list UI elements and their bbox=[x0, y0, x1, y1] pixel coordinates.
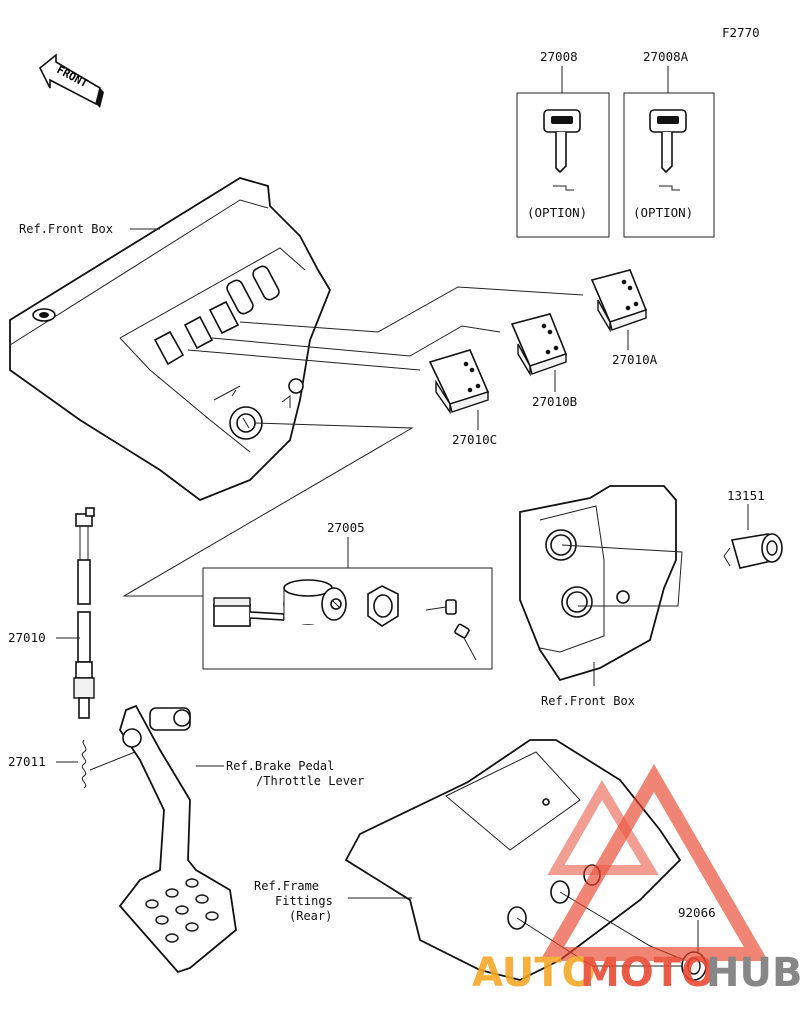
frame-fittings-rear bbox=[344, 739, 682, 981]
rocker-switch-27010c: 27010C bbox=[428, 349, 497, 447]
part-label-key-a: 27008 bbox=[540, 49, 578, 64]
rocker-switch-27010b: 27010B bbox=[510, 313, 577, 409]
part-label-key-b: 27008A bbox=[643, 49, 689, 64]
part-label-ignition-switch: 27005 bbox=[327, 520, 365, 535]
option-label-b: (OPTION) bbox=[633, 205, 693, 220]
part-label-switch-a: 27010A bbox=[612, 352, 658, 367]
watermark-part1: AUTO bbox=[472, 950, 596, 996]
ref-front-box-top: Ref.Front Box bbox=[19, 222, 113, 236]
rocker-switch-27010a: 27010A bbox=[590, 269, 658, 367]
watermark-part3: HUB bbox=[706, 950, 800, 996]
figure-code: F2770 bbox=[722, 25, 760, 40]
switch-slots bbox=[153, 265, 280, 366]
ref-frame-1: Ref.Frame bbox=[254, 879, 319, 893]
ref-frame-2: Fittings bbox=[275, 894, 333, 908]
ref-frame-3: (Rear) bbox=[289, 909, 332, 923]
part-label-brake-switch: 27010 bbox=[8, 630, 46, 645]
switch-leaders bbox=[187, 286, 584, 371]
brake-switch-27010: 27010 bbox=[8, 507, 95, 719]
key-option-box-b: 27008A (OPTION) bbox=[623, 49, 715, 238]
front-box-dashboard bbox=[9, 177, 332, 502]
ignition-leader bbox=[122, 422, 414, 597]
part-label-switch-b: 27010B bbox=[532, 394, 577, 409]
ignition-switch-box: 27005 bbox=[202, 520, 493, 670]
part-label-cap: 92066 bbox=[678, 905, 716, 920]
pedal-grip-holes bbox=[145, 878, 219, 943]
key-option-box-a: 27008 (OPTION) bbox=[516, 49, 610, 238]
watermark-logo: AUTO MOTO HUB bbox=[472, 764, 800, 996]
socket-13151: 13151 bbox=[723, 488, 783, 569]
part-label-spring: 27011 bbox=[8, 754, 46, 769]
spring-27011: 27011 bbox=[8, 739, 141, 789]
ref-brake-pedal-1: Ref.Brake Pedal bbox=[226, 759, 334, 773]
front-arrow-icon: FRONT bbox=[38, 53, 104, 108]
ref-front-box-right: Ref.Front Box bbox=[541, 694, 635, 708]
front-box-socket-panel: Ref.Front Box bbox=[519, 485, 677, 708]
socket-leader bbox=[561, 544, 683, 607]
part-label-socket: 13151 bbox=[727, 488, 765, 503]
watermark-part2: MOTO bbox=[580, 950, 715, 996]
option-label-a: (OPTION) bbox=[527, 205, 587, 220]
brake-pedal bbox=[118, 704, 237, 974]
ref-brake-pedal-2: /Throttle Lever bbox=[256, 774, 364, 788]
part-label-switch-c: 27010C bbox=[452, 432, 497, 447]
